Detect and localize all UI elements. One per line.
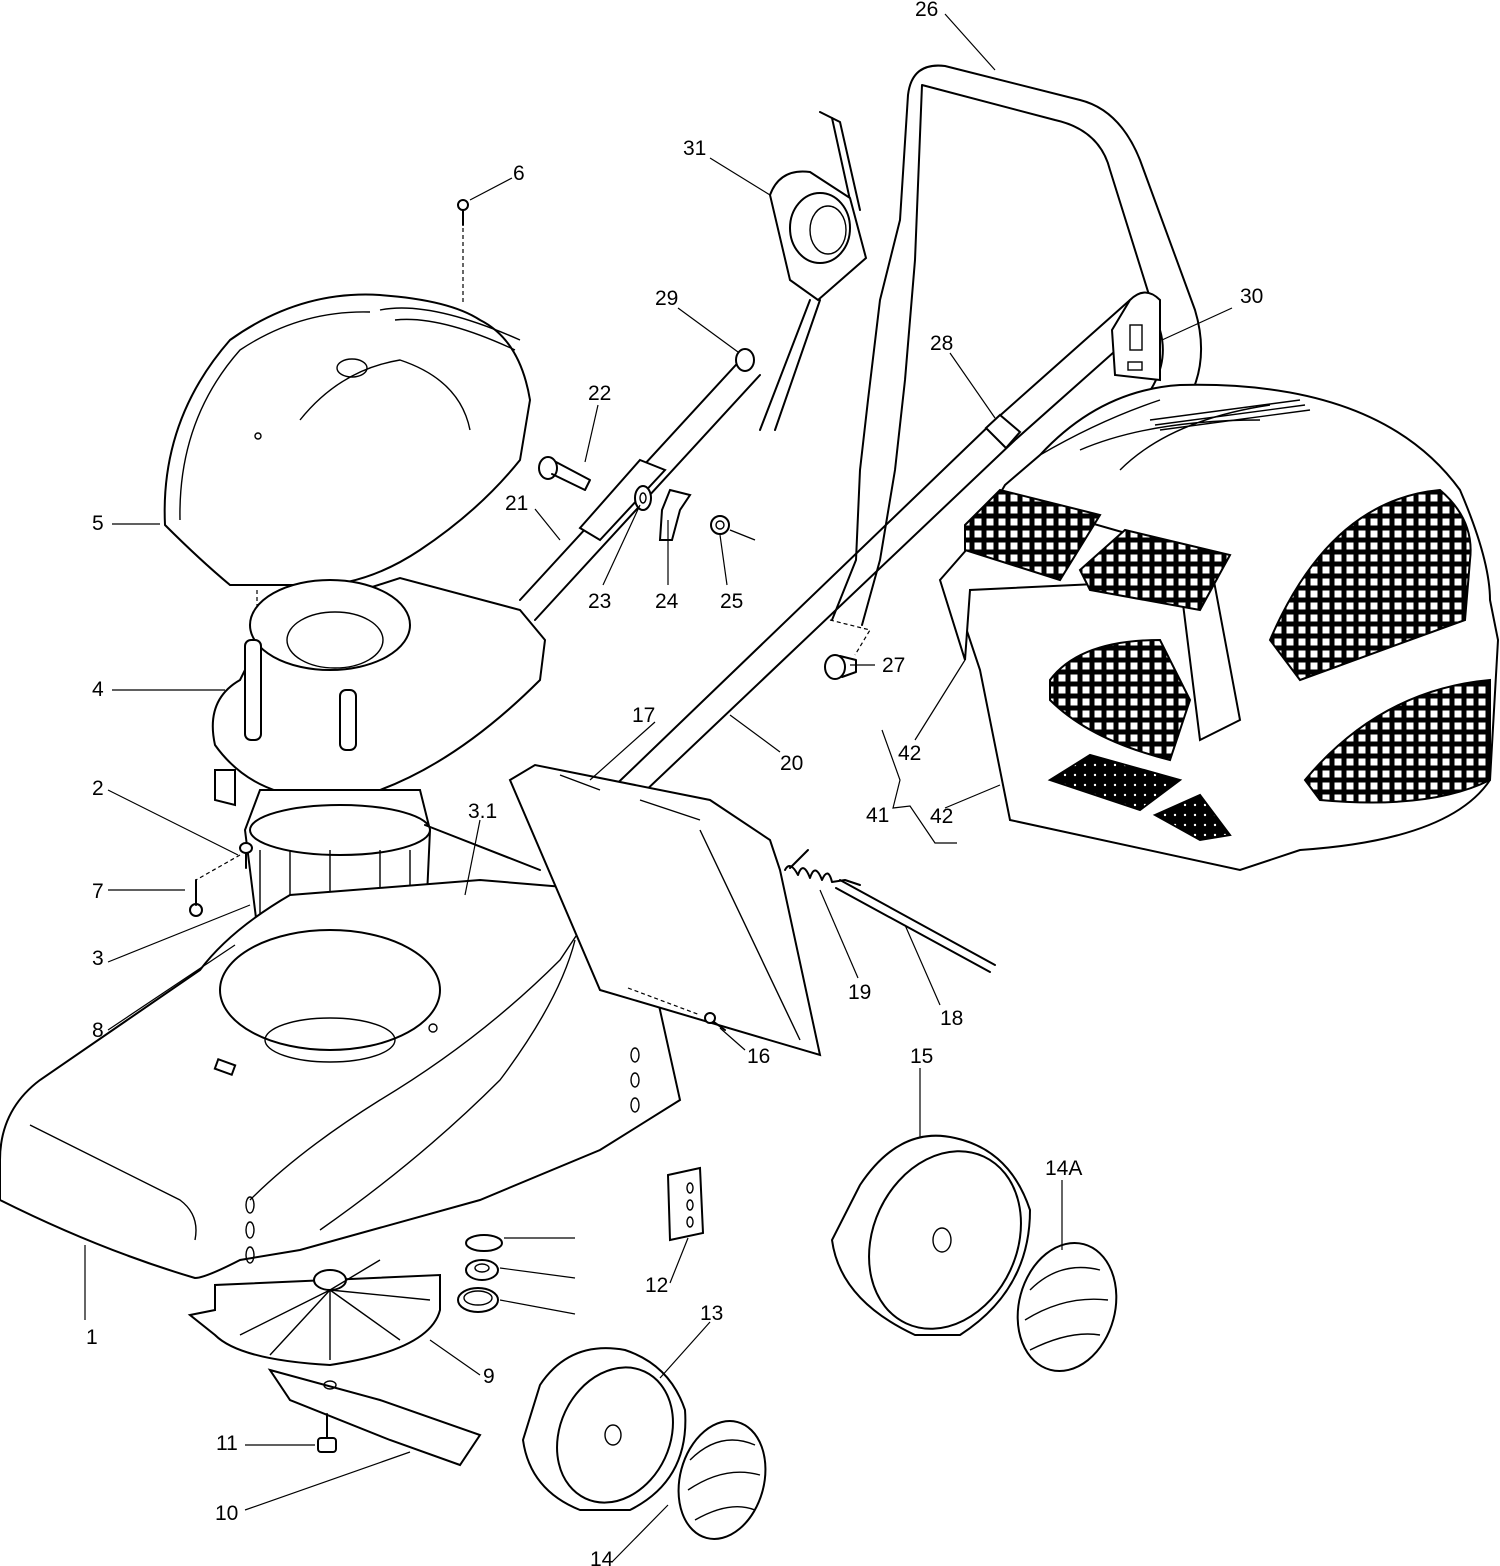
- housing-screw: [189, 879, 203, 917]
- handle-bush-small: [735, 348, 755, 372]
- blade-bolt: [317, 1413, 337, 1453]
- callout-4: 4: [92, 678, 104, 701]
- bearing-housing: [457, 1287, 499, 1313]
- fan-impeller: [187, 1259, 441, 1367]
- callout-23: 23: [588, 590, 611, 613]
- callout-22: 22: [588, 382, 611, 405]
- front-hub-cap: [677, 1420, 767, 1540]
- callout-17: 17: [632, 704, 655, 727]
- motor-screw: [195, 842, 253, 881]
- callout-30: 30: [1240, 285, 1263, 308]
- callout-24: 24: [655, 590, 679, 613]
- switch-box: [759, 111, 868, 431]
- cover-screw: [457, 199, 469, 305]
- handle-bolt: [538, 456, 591, 491]
- callout-9: 9: [483, 1365, 495, 1388]
- callout-18: 18: [940, 1007, 963, 1030]
- callout-20: 20: [780, 752, 803, 775]
- callout-14: 14: [590, 1548, 614, 1566]
- callout-5: 5: [92, 512, 104, 535]
- callout-2: 2: [92, 777, 104, 800]
- flap-rod: [835, 879, 996, 973]
- callout-21: 21: [505, 492, 528, 515]
- callout-11: 11: [216, 1432, 238, 1455]
- mower-deck: [0, 878, 682, 1280]
- handle-bush: [984, 413, 1022, 450]
- callout-1: 1: [86, 1326, 98, 1349]
- callout-26: 26: [915, 0, 938, 21]
- callout-3: 3: [92, 947, 104, 970]
- callout-10: 10: [215, 1502, 238, 1525]
- handle-nut: [710, 515, 756, 541]
- front-wheel: [521, 1347, 687, 1511]
- flap-spring: [784, 849, 861, 886]
- plug: [824, 619, 871, 680]
- axle-bracket: [666, 1166, 705, 1242]
- motor-housing: [211, 576, 547, 807]
- callout-12: 12: [645, 1274, 668, 1297]
- callout-7: 7: [92, 880, 104, 903]
- handle-clip: [1110, 291, 1161, 382]
- callout-31: 31: [683, 137, 706, 160]
- leader-lines: [84, 13, 1233, 1563]
- rear-flap: [508, 763, 822, 1057]
- callout-14a: 14A: [1045, 1157, 1082, 1180]
- callout-8: 8: [92, 1019, 104, 1042]
- callout-19: 19: [848, 981, 871, 1004]
- cutting-blade: [267, 1368, 482, 1467]
- grass-box: [938, 383, 1500, 872]
- flap-screw: [704, 1012, 726, 1031]
- callout-27: 27: [882, 654, 905, 677]
- callout-16: 16: [747, 1045, 770, 1068]
- rear-wheel: [830, 1134, 1032, 1336]
- rear-hub-cap: [1016, 1241, 1118, 1373]
- callout-3-1: 3.1: [468, 800, 497, 823]
- bearing-washer: [465, 1234, 503, 1252]
- callout-42-upper: 42: [898, 742, 921, 765]
- bearing: [465, 1259, 499, 1281]
- callout-15: 15: [910, 1045, 933, 1068]
- callout-25: 25: [720, 590, 743, 613]
- callout-13: 13: [700, 1302, 723, 1325]
- callout-28: 28: [930, 332, 953, 355]
- handle-knob: [658, 488, 692, 541]
- callout-41: 41: [866, 804, 889, 827]
- callout-labels: 1 2 3 3.1 4 5 6 7 8 9 10 11 12 13 14 14A…: [86, 0, 1263, 1566]
- callout-29: 29: [655, 287, 678, 310]
- handle-washer: [634, 485, 652, 511]
- callout-42-lower: 42: [930, 805, 953, 828]
- callout-6: 6: [513, 162, 525, 185]
